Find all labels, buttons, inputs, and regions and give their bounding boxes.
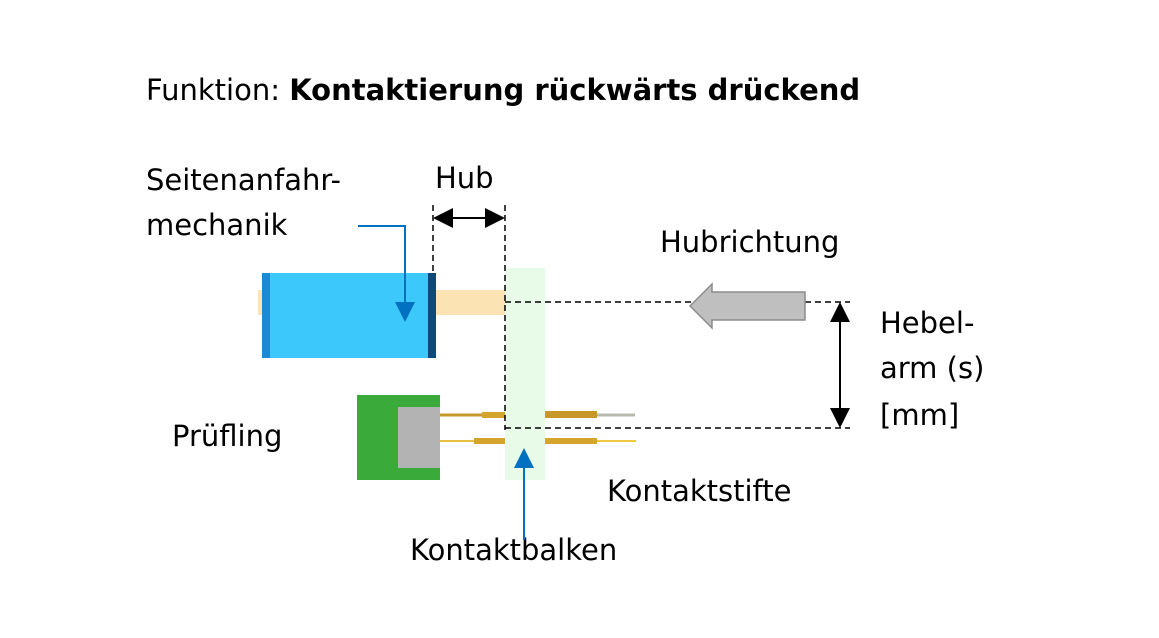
mechanism-label-1: Seitenanfahr- xyxy=(146,163,341,197)
dut-chip xyxy=(398,407,440,468)
dut-label: Prüfling xyxy=(172,419,282,453)
mechanism-label-2: mechanik xyxy=(146,208,288,242)
contact-pins-label: Kontaktstifte xyxy=(607,474,791,508)
stroke-direction-label: Hubrichtung xyxy=(660,225,839,259)
mechanism-right-edge xyxy=(428,273,436,358)
slide-bar xyxy=(436,290,505,315)
contact-bar-label: Kontaktbalken xyxy=(410,533,617,567)
title: Funktion: Kontaktierung rückwärts drücke… xyxy=(146,73,860,107)
mechanism-pointer-icon xyxy=(358,225,415,322)
mechanism-left-edge xyxy=(262,273,270,358)
contact-pins xyxy=(440,411,636,444)
stroke-direction-arrow-icon xyxy=(688,282,806,330)
contact-bar xyxy=(505,268,545,480)
stroke-label: Hub xyxy=(435,161,494,195)
slide-bar-left xyxy=(258,290,262,315)
lever-label-3: [mm] xyxy=(880,398,959,432)
lever-label-2: arm (s) xyxy=(880,351,984,385)
mechanism-block xyxy=(262,273,436,358)
lever-label-1: Hebel- xyxy=(880,306,974,340)
